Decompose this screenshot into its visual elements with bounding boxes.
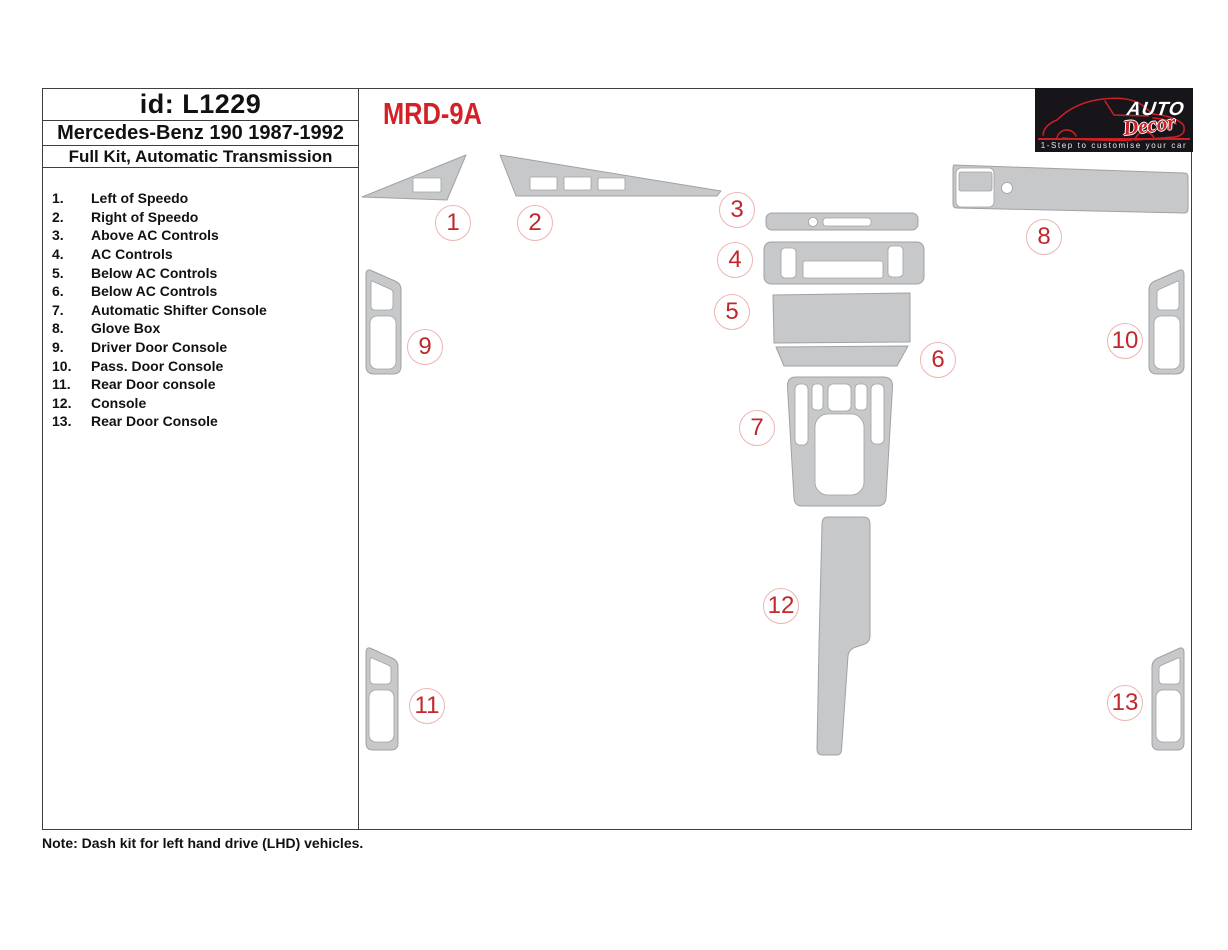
part-shape-9 [365, 269, 402, 375]
part-list-item: 1. Left of Speedo [43, 189, 358, 208]
part-label: Below AC Controls [91, 283, 218, 300]
part-list-item: 7. Automatic Shifter Console [43, 301, 358, 320]
part-label: Rear Door console [91, 376, 216, 393]
part-number: 12. [52, 394, 72, 411]
part-shape-13 [1151, 647, 1185, 751]
part-shape-7 [786, 376, 894, 507]
callout-4: 4 [717, 242, 753, 278]
callout-number: 5 [725, 298, 739, 325]
callout-8: 8 [1026, 219, 1062, 255]
part-label: Below AC Controls [91, 264, 218, 281]
callout-6: 6 [920, 342, 956, 378]
callout-number: 1 [446, 209, 460, 236]
parts-panel: id: L1229 Mercedes-Benz 190 1987-1992 Fu… [43, 89, 359, 829]
callout-10: 10 [1107, 323, 1143, 359]
part-label: Driver Door Console [91, 339, 228, 356]
part-label: Pass. Door Console [91, 357, 224, 374]
part-label: Rear Door Console [91, 413, 218, 430]
vehicle-title: Mercedes-Benz 190 1987-1992 [43, 121, 358, 146]
part-number: 5. [52, 264, 64, 281]
part-list-item: 2. Right of Speedo [43, 208, 358, 227]
callout-11: 11 [409, 688, 445, 724]
callout-number: 2 [528, 209, 542, 236]
part-number: 8. [52, 320, 64, 337]
callout-2: 2 [517, 205, 553, 241]
part-number: 9. [52, 339, 64, 356]
part-number: 7. [52, 301, 64, 318]
auto-decor-logo: AUTO Decor 1-Step to customise your car [1035, 88, 1193, 152]
part-number: 6. [52, 283, 64, 300]
callout-13: 13 [1107, 685, 1143, 721]
part-list-item: 12. Console [43, 394, 358, 413]
part-number: 2. [52, 208, 64, 225]
lhd-note: Note: Dash kit for left hand drive (LHD)… [42, 835, 364, 851]
part-list-item: 3. Above AC Controls [43, 226, 358, 245]
part-number: 13. [52, 413, 72, 430]
callout-number: 10 [1111, 327, 1139, 354]
part-label: Glove Box [91, 320, 161, 337]
part-list-item: 4. AC Controls [43, 245, 358, 264]
part-list-item: 8. Glove Box [43, 319, 358, 338]
callout-12: 12 [763, 588, 799, 624]
kit-code-label: MRD-9A [383, 96, 482, 131]
callout-number: 3 [730, 196, 744, 223]
part-shape-11 [365, 647, 399, 751]
part-label: Console [91, 394, 147, 411]
callout-number: 13 [1111, 689, 1139, 716]
logo-tagline: 1-Step to customise your car [1040, 141, 1188, 150]
part-list-item: 10. Pass. Door Console [43, 356, 358, 375]
callout-number: 9 [418, 333, 432, 360]
part-label: Left of Speedo [91, 190, 189, 207]
callout-9: 9 [407, 329, 443, 365]
callout-5: 5 [714, 294, 750, 330]
part-shape-8 [952, 164, 1189, 214]
part-shape-5 [772, 292, 911, 344]
part-shape-3 [765, 212, 919, 231]
callout-number: 6 [931, 346, 945, 373]
part-list-item: 9. Driver Door Console [43, 338, 358, 357]
part-list-item: 6. Below AC Controls [43, 282, 358, 301]
callout-number: 7 [750, 414, 764, 441]
part-number: 10. [52, 357, 72, 374]
part-shape-10 [1148, 269, 1185, 375]
part-shape-4 [763, 241, 925, 285]
part-shape-6 [775, 345, 909, 367]
logo-divider-line [1038, 138, 1190, 140]
part-list-item: 5. Below AC Controls [43, 263, 358, 282]
part-shape-2 [499, 154, 722, 197]
callout-number: 11 [414, 692, 440, 719]
part-list-item: 11. Rear Door console [43, 375, 358, 394]
callout-number: 8 [1037, 223, 1051, 250]
part-label: Above AC Controls [91, 227, 219, 244]
callout-number: 4 [728, 246, 742, 273]
part-shape-12 [816, 516, 871, 756]
callout-7: 7 [739, 410, 775, 446]
part-label: Automatic Shifter Console [91, 301, 267, 318]
part-label: AC Controls [91, 246, 173, 263]
diagram-frame: id: L1229 Mercedes-Benz 190 1987-1992 Fu… [42, 88, 1192, 830]
kit-type-title: Full Kit, Automatic Transmission [43, 146, 358, 168]
callout-3: 3 [719, 192, 755, 228]
part-number: 4. [52, 246, 64, 263]
part-number: 1. [52, 190, 64, 207]
part-number: 11. [52, 376, 71, 393]
callout-number: 12 [767, 592, 795, 619]
parts-list: 1. Left of Speedo 2. Right of Speedo 3. Abo… [43, 189, 358, 431]
kit-id-title: id: L1229 [43, 89, 358, 121]
part-number: 3. [52, 227, 64, 244]
part-shape-1 [361, 154, 467, 201]
part-list-item: 13. Rear Door Console [43, 412, 358, 431]
part-label: Right of Speedo [91, 208, 199, 225]
callout-1: 1 [435, 205, 471, 241]
